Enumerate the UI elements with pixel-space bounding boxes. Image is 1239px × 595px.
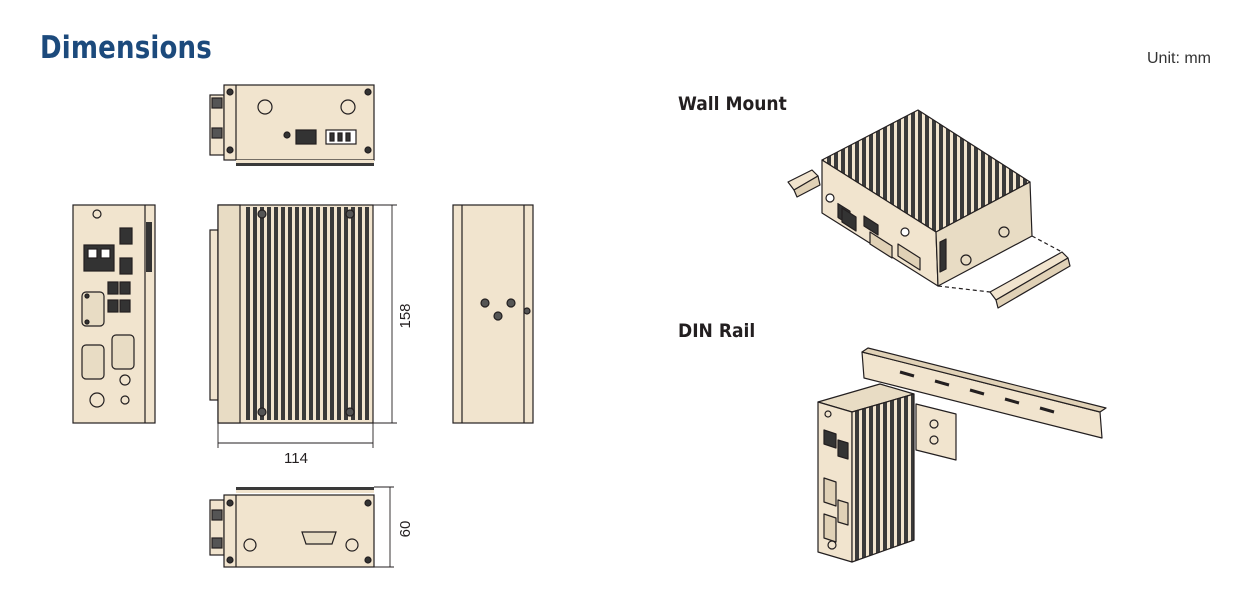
unit-label: Unit: mm — [1147, 50, 1211, 67]
din-rail-label: DIN Rail — [678, 320, 756, 342]
top-view — [209, 84, 375, 166]
dimension-lines — [217, 204, 397, 568]
wall-mount-illustration — [787, 109, 1071, 309]
io-view — [72, 204, 156, 424]
width-dimension: 114 — [284, 450, 308, 467]
bottom-view — [209, 487, 375, 568]
height-dimension: 158 — [397, 303, 414, 328]
depth-dimension: 60 — [397, 521, 414, 538]
side-view — [452, 204, 534, 424]
front-view — [209, 204, 374, 424]
din-rail-illustration — [817, 347, 1107, 563]
page-title: Dimensions — [40, 30, 212, 66]
wall-mount-label: Wall Mount — [678, 93, 787, 115]
